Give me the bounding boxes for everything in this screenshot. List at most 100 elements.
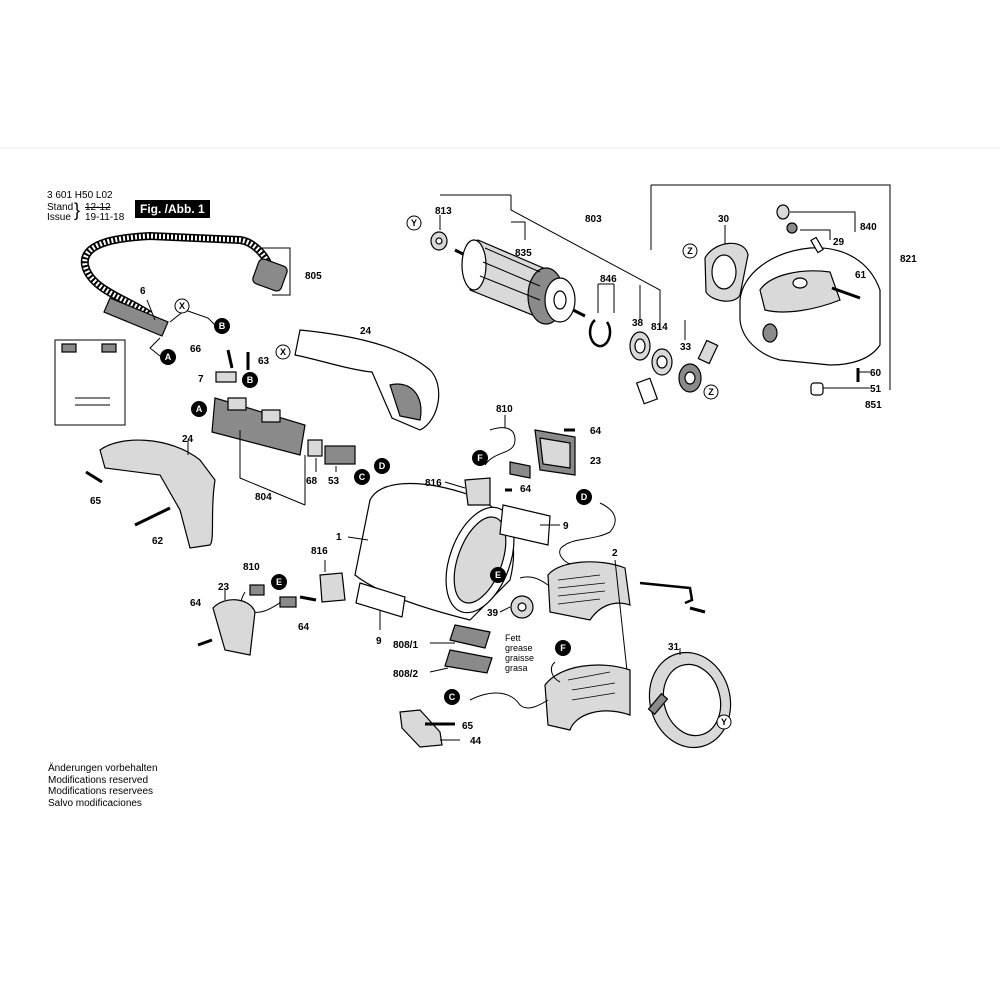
svg-text:A: A — [165, 352, 172, 362]
wire-d — [559, 502, 616, 566]
tag-z-nut: Z — [703, 384, 719, 400]
stand-label: Stand — [47, 202, 74, 213]
note-line-es: Salvo modificaciones — [48, 797, 142, 809]
stand-value: 12-12 — [85, 202, 111, 213]
grease-note-de: Fett — [505, 633, 521, 643]
label-846: 846 — [600, 274, 617, 285]
label-813: 813 — [435, 206, 452, 217]
screw-62 — [134, 506, 171, 527]
tag-z-flange: Z — [682, 243, 698, 259]
label-64-top: 64 — [590, 426, 602, 437]
insert-part — [635, 377, 659, 405]
grease-note-es: grasa — [505, 663, 528, 673]
label-816-top: 816 — [425, 478, 442, 489]
label-851: 851 — [865, 400, 882, 411]
motor-housing-group — [347, 415, 616, 674]
label-65: 65 — [90, 496, 102, 507]
label-31: 31 — [668, 642, 680, 653]
svg-text:X: X — [280, 347, 286, 357]
svg-text:E: E — [276, 577, 282, 587]
svg-text:A: A — [196, 404, 203, 414]
svg-text:D: D — [379, 461, 386, 471]
screw-61 — [831, 286, 861, 300]
label-814: 814 — [651, 322, 668, 333]
plug — [252, 258, 288, 292]
field-coil-2 — [547, 561, 631, 621]
label-66: 66 — [190, 344, 202, 355]
part-68 — [307, 439, 323, 457]
svg-text:E: E — [495, 570, 501, 580]
figure-label: Fig. /Abb. 1 — [135, 200, 210, 218]
plate-9b — [355, 582, 406, 618]
handle-24-lower — [99, 439, 216, 549]
label-840: 840 — [860, 222, 877, 233]
label-64-lower-right: 64 — [298, 622, 310, 633]
brush-810a — [509, 461, 531, 479]
part-53 — [324, 445, 356, 465]
circlip-846 — [588, 319, 612, 348]
clip-group — [399, 709, 460, 748]
tag-b-switch: B — [242, 372, 258, 388]
tag-b-cord: B — [214, 318, 230, 334]
cord-switch-group — [54, 231, 440, 549]
label-805: 805 — [305, 271, 322, 282]
screw-64c — [299, 595, 317, 602]
label-33: 33 — [680, 342, 692, 353]
brush-holder-816b — [319, 572, 346, 603]
label-63: 63 — [258, 356, 270, 367]
wire-c — [469, 692, 549, 709]
svg-text:C: C — [359, 472, 366, 482]
label-39: 39 — [487, 608, 499, 619]
svg-text:B: B — [247, 375, 254, 385]
tag-f-lower: F — [555, 640, 571, 656]
cap-840 — [776, 204, 790, 220]
note-line-de: Änderungen vorbehalten — [48, 763, 158, 774]
label-23-top: 23 — [590, 456, 602, 467]
svg-text:D: D — [581, 492, 588, 502]
grease-note-fr: graisse — [505, 653, 534, 663]
svg-text:B: B — [219, 321, 226, 331]
label-7: 7 — [198, 374, 204, 385]
tag-e-lower: E — [271, 574, 287, 590]
pin-29 — [810, 236, 824, 254]
issue-value: 19-11-18 — [85, 212, 125, 223]
label-808-2: 808/2 — [393, 669, 418, 680]
svg-text:Z: Z — [687, 246, 693, 256]
label-821: 821 — [900, 254, 917, 265]
label-810-lower: 810 — [243, 562, 260, 573]
wire-f — [550, 661, 561, 683]
tag-d-field: D — [576, 489, 592, 505]
label-808-2 — [444, 649, 493, 674]
brush-holder-816a — [464, 477, 491, 506]
wire-810a — [484, 427, 516, 466]
label-51: 51 — [870, 384, 882, 395]
document-number: 3 601 H50 L02 — [47, 190, 113, 201]
label-6: 6 — [140, 286, 146, 297]
note-line-en: Modifications reserved — [48, 774, 149, 786]
tag-c-switch: C — [354, 469, 370, 485]
label-29: 29 — [833, 237, 845, 248]
cable-clip — [639, 581, 694, 605]
tag-a-cord: A — [160, 349, 176, 365]
label-9-lower: 9 — [376, 636, 382, 647]
tag-y-bearing: Y — [406, 215, 422, 231]
svg-text:Z: Z — [708, 387, 714, 397]
tag-y-fan: Y — [716, 714, 732, 730]
part-labels: 813 803 835 846 38 814 33 30 840 29 821 … — [90, 206, 917, 747]
svg-text:F: F — [477, 453, 483, 463]
clip-44 — [399, 709, 443, 748]
tag-c-lower: C — [444, 689, 460, 705]
screw-64d — [197, 638, 213, 647]
label-62: 62 — [152, 536, 164, 547]
circuit-schematic — [54, 339, 126, 426]
leader-821 — [651, 184, 891, 390]
power-cord-805 — [80, 231, 274, 319]
clamp-7 — [215, 371, 237, 383]
label-808-1: 808/1 — [393, 640, 418, 651]
tag-e-field: E — [490, 567, 506, 583]
connection-tags: B A B A C D F D E E F C X X Y Z Z Y — [160, 215, 732, 730]
label-9-top: 9 — [563, 521, 569, 532]
screw-66 — [226, 349, 234, 369]
brush-810b — [279, 596, 297, 608]
